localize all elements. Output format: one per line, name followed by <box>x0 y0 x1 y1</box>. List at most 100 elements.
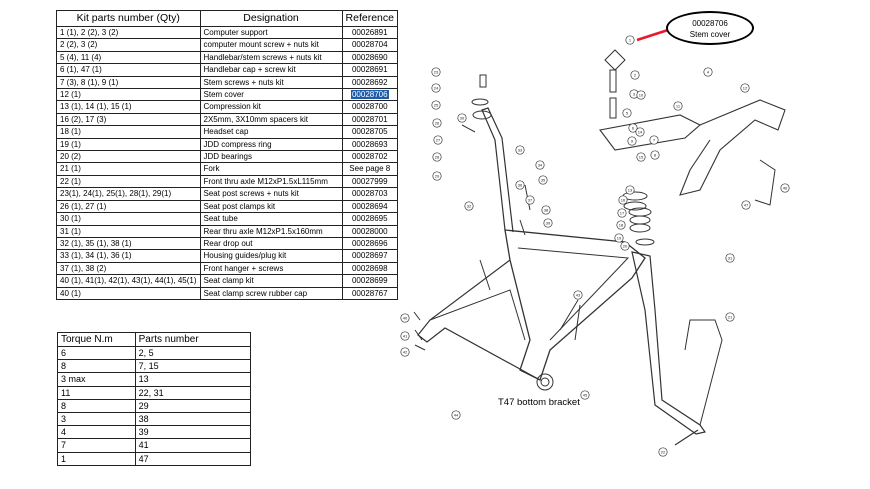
col-header-kit-parts: Kit parts number (Qty) <box>56 10 201 27</box>
designation-cell: Seat tube <box>199 212 343 226</box>
kit-parts-cell-text: 6 (1), 47 (1) <box>60 65 102 75</box>
part-number-label: 2 <box>634 73 637 78</box>
designation-cell: Front thru axle M12xP1.5xL115mm <box>199 174 343 189</box>
bottom-bracket-label: T47 bottom bracket <box>498 397 580 408</box>
part-number-marker <box>431 83 441 93</box>
part-number-label: 29 <box>435 174 440 179</box>
designation-cell-text: Seat clamp screw rubber cap <box>203 288 308 298</box>
part-number-label: 37 <box>528 198 533 203</box>
reference-cell-text: 00028703 <box>351 189 388 199</box>
reference-cell: 00028692 <box>341 75 399 90</box>
part-number-marker <box>617 208 627 218</box>
part-number-label: 24 <box>434 86 439 91</box>
part-number-label: 36 <box>518 183 523 188</box>
reference-cell: 00028000 <box>341 224 399 238</box>
part-number-marker <box>620 241 630 251</box>
reference-cell: 00028696 <box>341 236 399 251</box>
reference-cell: 00028702 <box>341 150 399 164</box>
part-number-label: 46 <box>783 186 788 191</box>
designation-cell-text: Handlebar/stem screws + nuts kit <box>203 52 322 62</box>
designation-cell: Stem cover <box>199 88 343 102</box>
part-number-label: 9 <box>631 139 634 144</box>
part-number-label: 27 <box>436 138 441 143</box>
part-number-label: 26 <box>435 121 440 126</box>
designation-cell-text: JDD compress ring <box>203 139 272 149</box>
kit-parts-cell: 23(1), 24(1), 25(1), 28(1), 29(1) <box>56 187 201 201</box>
reference-cell: 00028704 <box>341 38 399 52</box>
reference-cell: 00028705 <box>341 125 399 139</box>
part-number-marker <box>451 410 461 420</box>
kit-parts-cell: 1 (1), 2 (2), 3 (2) <box>56 25 201 40</box>
part-number-marker <box>618 195 628 205</box>
part-number-marker <box>580 390 590 400</box>
part-number-marker <box>658 447 668 457</box>
designation-cell: Seat clamp kit <box>199 274 343 288</box>
torque-table-header: Torque N.m Parts number <box>57 332 252 347</box>
col-header-parts-number: Parts number <box>134 332 252 347</box>
kit-parts-cell-text: 31 (1) <box>60 226 81 236</box>
reference-cell: 00028699 <box>341 274 399 288</box>
kit-parts-cell-text: 32 (1), 35 (1), 38 (1) <box>60 238 132 248</box>
parts-number-cell: 38 <box>134 411 252 427</box>
kit-parts-cell-text: 16 (2), 17 (3) <box>60 114 107 124</box>
part-number-marker <box>625 185 635 195</box>
part-number-label: 5 <box>626 111 629 116</box>
designation-cell: Headset cap <box>199 125 343 139</box>
reference-cell: 00028701 <box>341 112 399 127</box>
col-header-reference: Reference <box>341 10 399 27</box>
part-number-label: 8 <box>654 153 657 158</box>
part-number-marker <box>636 90 646 100</box>
kit-parts-cell-text: 40 (1) <box>60 288 81 298</box>
reference-cell-text: 00026891 <box>351 28 388 37</box>
reference-cell-text: 00028706 <box>350 90 389 100</box>
reference-cell-text: 00027999 <box>351 176 388 186</box>
kit-table-row: 23(1), 24(1), 25(1), 28(1), 29(1)Seat po… <box>56 187 399 201</box>
kit-parts-cell: 31 (1) <box>56 224 201 238</box>
kit-parts-cell: 2 (2), 3 (2) <box>56 38 201 52</box>
reference-cell-text: 00028702 <box>351 152 388 162</box>
designation-cell: Seat post screws + nuts kit <box>199 187 343 201</box>
part-number-marker <box>628 123 638 133</box>
frame-drawing <box>413 49 786 446</box>
reference-cell: 00028695 <box>341 212 399 226</box>
part-number-marker <box>622 108 632 118</box>
parts-number-cell: 41 <box>134 438 252 453</box>
kit-parts-cell-text: 19 (1) <box>60 139 81 149</box>
reference-cell-text: 00028695 <box>351 214 388 224</box>
reference-cell: 00028700 <box>341 100 399 114</box>
part-number-label: 38 <box>544 208 549 213</box>
reference-cell: 00028690 <box>341 50 399 65</box>
part-number-label: 47 <box>744 203 749 208</box>
kit-parts-cell-text: 2 (2), 3 (2) <box>60 40 98 50</box>
part-number-marker <box>627 136 637 146</box>
torque-value-cell: 4 <box>57 425 136 440</box>
part-number-marker <box>703 67 713 77</box>
reference-cell-text: 00028691 <box>351 65 388 75</box>
part-number-marker <box>464 201 474 211</box>
kit-parts-cell: 5 (4), 11 (4) <box>56 50 201 65</box>
designation-cell: Stem screws + nuts kit <box>199 75 343 90</box>
designation-cell-text: JDD bearings <box>203 152 252 162</box>
part-number-marker <box>431 100 441 110</box>
part-number-marker <box>636 152 646 162</box>
designation-cell: Seat post clamps kit <box>199 199 343 214</box>
kit-table-row: 20 (2)JDD bearings 00028702 <box>56 150 399 164</box>
parts-number-cell: 47 <box>134 451 252 466</box>
torque-value-cell: 3 max <box>57 372 136 387</box>
kit-parts-cell: 33 (1), 34 (1), 36 (1) <box>56 249 201 263</box>
part-number-label: 43 <box>576 293 581 298</box>
designation-cell-text: Stem cover <box>203 90 244 100</box>
kit-parts-cell: 20 (2) <box>56 150 201 164</box>
designation-cell: 2X5mm, 3X10mm spacers kit <box>199 112 343 127</box>
reference-cell: 00028691 <box>341 63 399 77</box>
